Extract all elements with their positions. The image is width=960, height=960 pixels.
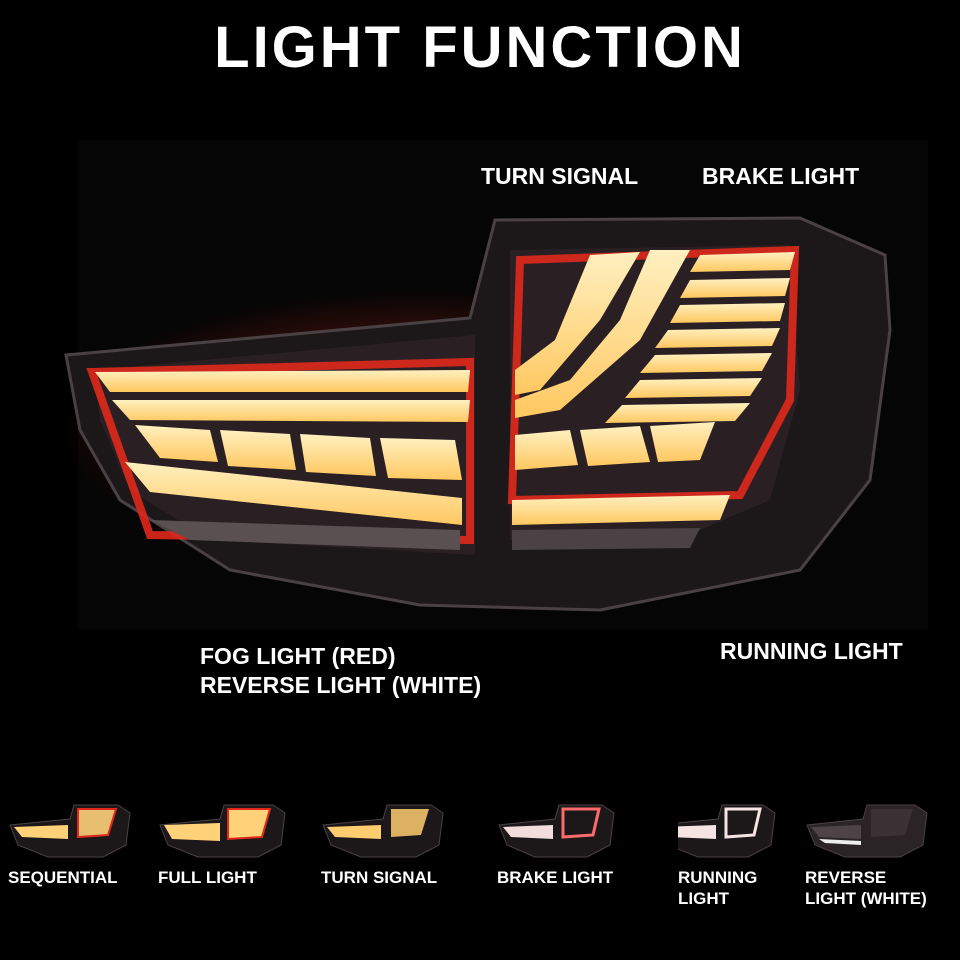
fog-light-callout: FOG LIGHT (RED) bbox=[200, 643, 396, 669]
reverse-light-callout: REVERSE LIGHT (WHITE) bbox=[200, 672, 482, 698]
thumb-brake-light-image bbox=[498, 804, 615, 858]
mode-label: BRAKE LIGHT bbox=[497, 868, 614, 887]
thumb-full-light-image bbox=[159, 804, 286, 858]
taillight-photo bbox=[60, 140, 928, 630]
mode-turn-signal: TURN SIGNAL bbox=[321, 795, 471, 945]
mode-label: TURN SIGNAL bbox=[321, 868, 438, 887]
brake-light-callout: BRAKE LIGHT bbox=[702, 163, 860, 189]
mode-label: FULL LIGHT bbox=[158, 868, 257, 887]
mode-full-light: FULL LIGHT bbox=[158, 795, 308, 945]
thumb-sequential-image bbox=[9, 804, 131, 858]
thumb-running-light-image bbox=[678, 804, 776, 858]
mode-label: SEQUENTIAL bbox=[8, 868, 118, 887]
mode-sequential: SEQUENTIAL bbox=[8, 795, 158, 945]
mode-thumbnails: SEQUENTIAL FULL LIGHT TURN SIGNAL BRAKE … bbox=[0, 795, 960, 945]
running-light-callout: RUNNING LIGHT bbox=[720, 638, 903, 664]
thumb-reverse-light-image bbox=[806, 804, 928, 858]
thumb-turn-signal-image bbox=[322, 804, 444, 858]
turn-signal-callout: TURN SIGNAL bbox=[481, 163, 639, 189]
page-title: LIGHT FUNCTION bbox=[214, 15, 746, 80]
mode-brake-light: BRAKE LIGHT bbox=[497, 795, 647, 945]
